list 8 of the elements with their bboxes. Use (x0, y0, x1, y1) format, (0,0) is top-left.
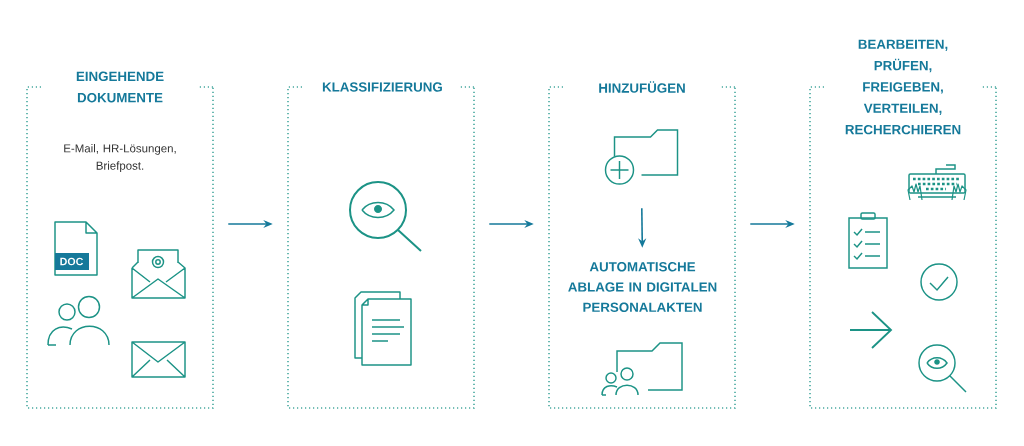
panel-text: E-Mail, HR-Lösungen, Briefpost. (64, 144, 176, 172)
folder-plus-icon (604, 129, 679, 185)
panel-heading: EINGEHENDE DOKUMENTE (76, 71, 164, 103)
panel-heading: BEARBEITEN, PRÜFEN, FREIGEBEN, VERTEILEN, RECHERCHIEREN (845, 39, 961, 135)
step-heading: AUTOMATISCHE ABLAGE IN DIGITALEN PERSONALAKTEN (568, 262, 717, 312)
panel-heading: KLASSIFIZIERUNG (322, 82, 442, 92)
file-type-label: DOC (60, 257, 84, 266)
panel-heading: HINZUFÜGEN (599, 81, 685, 93)
